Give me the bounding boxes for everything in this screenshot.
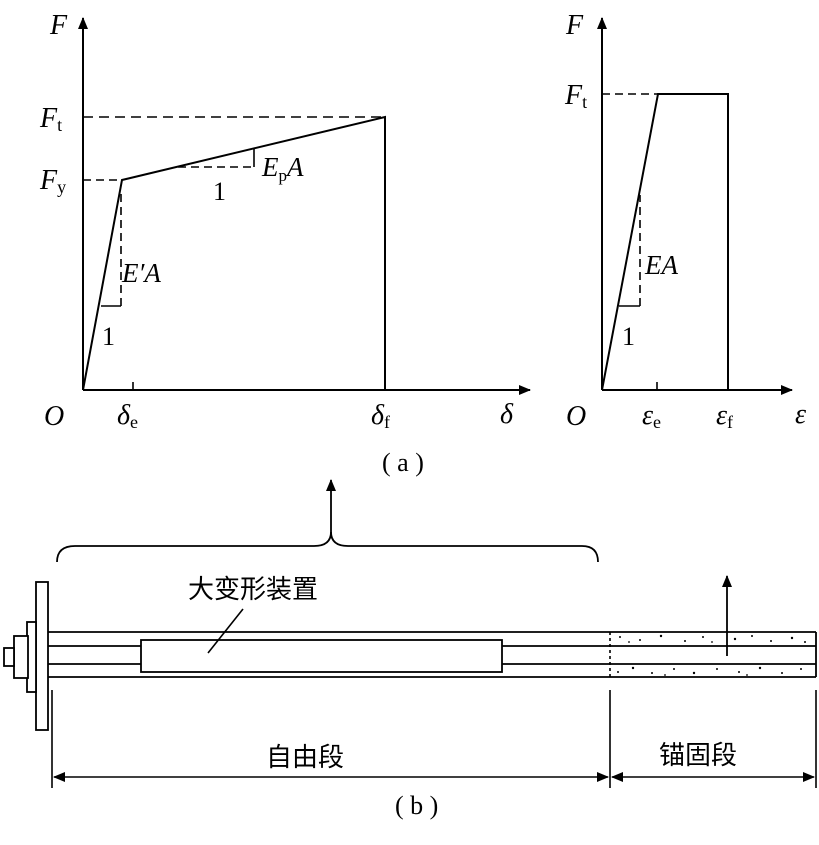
delta-f-label: δf: [371, 400, 390, 432]
caption-b: ( b ): [395, 791, 438, 820]
left-y-axis-label: F: [49, 10, 68, 41]
anchor-plate: [35, 581, 49, 731]
caption-a: ( a ): [382, 448, 424, 477]
plastic-slope-label: EpA: [261, 152, 304, 185]
elastic-run-label: 1: [102, 322, 115, 351]
free-section-brace: [56, 531, 599, 563]
right-run-label: 1: [622, 322, 635, 351]
right-y-axis-label: F: [565, 10, 584, 41]
elastic-slope-label: E′A: [121, 258, 161, 288]
device-leader-line: [207, 608, 244, 654]
device-label: 大变形装置: [188, 575, 318, 605]
right-force-strain-plot: F ε O Ft εe εf EA 1: [564, 10, 806, 432]
bolt-end: [3, 647, 15, 667]
left-x-axis-label: δ: [500, 399, 514, 430]
grout-fill: [617, 634, 806, 676]
eps-e-label: εe: [642, 400, 661, 432]
plastic-run-label: 1: [213, 177, 226, 206]
eps-f-label: εf: [716, 400, 733, 432]
left-load-curve: [82, 115, 386, 391]
delta-e-label: δe: [117, 400, 138, 432]
left-origin-label: O: [44, 401, 64, 432]
right-ft-label: Ft: [564, 80, 587, 112]
right-load-curve: [601, 93, 729, 391]
right-x-axis-label: ε: [795, 399, 806, 430]
left-ft-label: Ft: [39, 103, 62, 135]
right-origin-label: O: [566, 401, 586, 432]
anchor-bolt-diagram: 大变形装置 自由段 锚固段: [3, 479, 817, 788]
nut: [13, 635, 29, 679]
right-slope-label: EA: [644, 250, 678, 280]
left-force-displacement-plot: F δ O Ft Fy δe δf E′A 1 EpA 1: [39, 10, 531, 432]
left-fy-label: Fy: [39, 165, 66, 197]
free-section-label: 自由段: [266, 743, 344, 773]
anchor-section-label: 锚固段: [659, 741, 737, 771]
large-deformation-device: [140, 639, 503, 673]
